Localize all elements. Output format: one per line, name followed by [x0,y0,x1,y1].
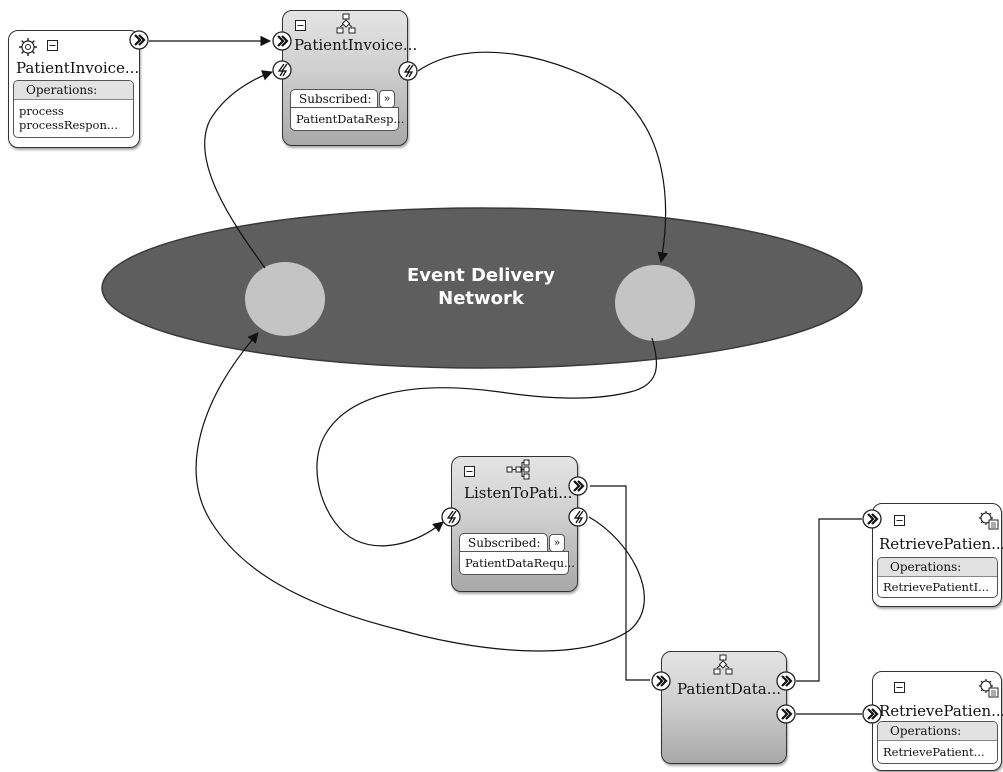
event-wire-from-invoice [417,51,669,264]
operation-item[interactable]: RetrievePatient... [883,745,985,759]
service-port-icon[interactable] [861,508,883,530]
mediator-icon [506,459,530,480]
minus-box-icon[interactable] [295,20,306,31]
event-wire-to-listen [316,337,658,547]
gear-icon [19,38,37,56]
patient-invoice-service[interactable]: PatientInvoice... Operations: process pr… [8,30,140,148]
reference-port-icon[interactable] [775,670,797,692]
wire-patientdata-to-retrieve1 [796,518,862,682]
service-port-icon[interactable] [271,30,293,52]
component-title: ListenToPati... [464,484,573,502]
gear-icon [979,511,999,530]
listen-to-patient-process[interactable]: ListenToPati... Subscribed: » PatientDat… [451,456,578,592]
wire-listen-to-patientdata [590,485,650,681]
lightning-icon[interactable] [398,61,418,81]
component-title: RetrievePatien... [879,535,1003,553]
subscribed-header: Subscribed: [459,533,548,552]
component-title: RetrievePatien... [879,702,1003,720]
event-wire-to-invoice [204,70,274,269]
network-node-left[interactable] [245,262,325,336]
component-title: PatientInvoice... [294,36,418,54]
network-node-right[interactable] [615,265,695,341]
operations-box: Operations: RetrievePatientI... [877,557,998,598]
minus-box-icon[interactable] [894,682,905,693]
component-title: PatientData... [677,680,781,698]
operation-item[interactable]: process [19,104,64,118]
network-label-line1: Event Delivery [407,265,555,286]
hierarchy-icon [336,13,356,34]
operations-header: Operations: [878,558,997,577]
component-title: PatientInvoice... [16,59,140,77]
operations-box: Operations: RetrievePatient... [877,721,998,764]
minus-box-icon[interactable] [47,40,58,51]
operations-box: Operations: process processRespon... [13,80,134,138]
operation-item[interactable]: RetrievePatientI... [883,580,990,594]
network-label: Event Delivery Network [381,264,581,310]
service-port-icon[interactable] [861,703,883,725]
reference-port-icon[interactable] [567,475,589,497]
reference-port-icon[interactable] [775,703,797,725]
operations-header: Operations: [878,722,997,741]
service-port-icon[interactable] [650,670,672,692]
lightning-icon[interactable] [568,507,588,527]
subscribed-box: PatientDataRequ... [459,551,575,575]
hierarchy-icon [713,654,733,675]
event-wire-from-listen [195,332,645,652]
operations-header: Operations: [14,81,133,100]
retrieve-patient-service-1[interactable]: RetrievePatien... Operations: RetrievePa… [872,503,1003,607]
patient-data-component[interactable]: PatientData... [661,651,787,764]
subscribed-box: PatientDataResp... [290,107,404,131]
lightning-icon[interactable] [272,60,292,80]
network-label-line2: Network [438,288,524,309]
minus-box-icon[interactable] [894,515,905,526]
lightning-icon[interactable] [441,507,461,527]
subscribed-item[interactable]: PatientDataResp... [296,112,405,126]
minus-box-icon[interactable] [464,466,475,477]
subscribed-item[interactable]: PatientDataRequ... [465,556,575,570]
operation-item[interactable]: processRespon... [19,118,118,132]
reference-port-icon[interactable] [128,29,150,51]
gear-icon [979,679,999,698]
subscribed-header: Subscribed: [290,89,378,108]
retrieve-patient-service-2[interactable]: RetrievePatien... Operations: RetrievePa… [872,671,1003,771]
